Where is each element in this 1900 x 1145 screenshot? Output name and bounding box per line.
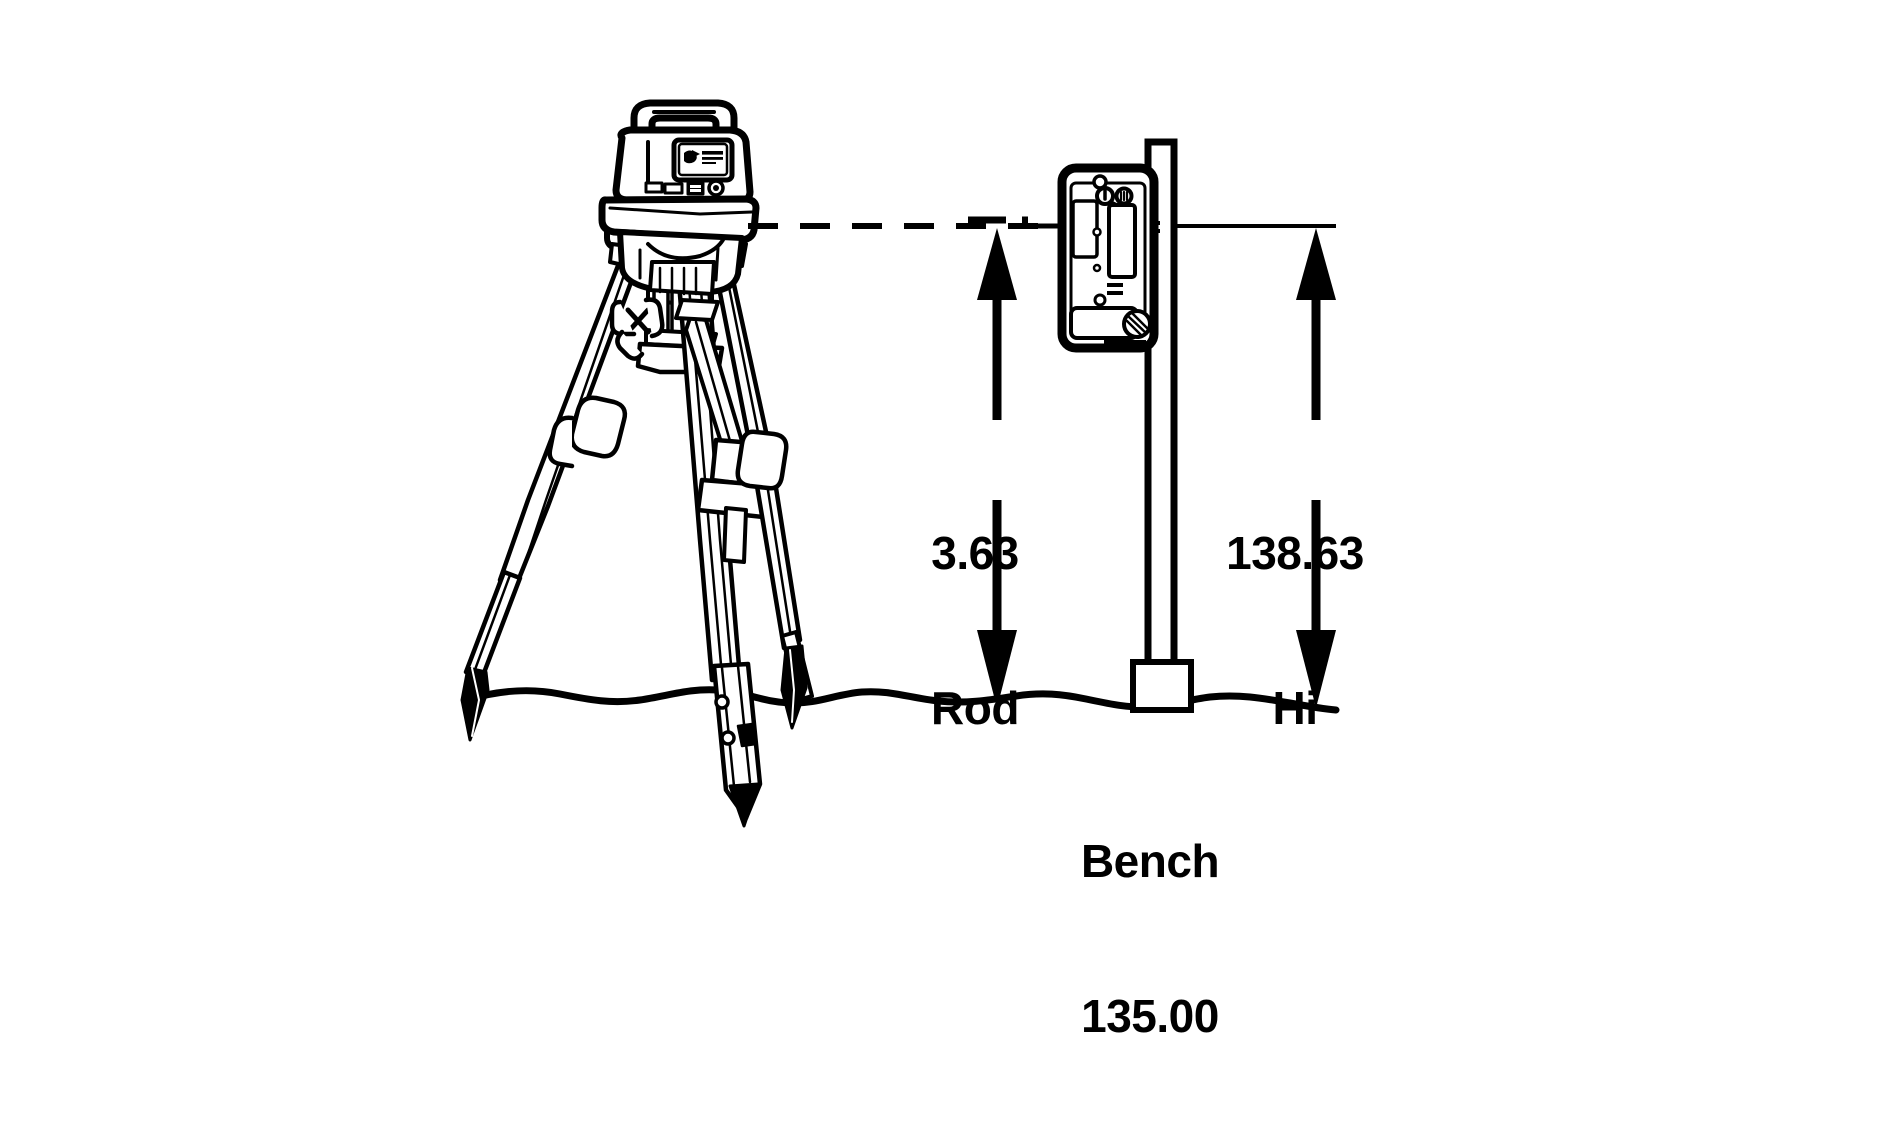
rotary-laser-level <box>598 99 760 296</box>
hi-dimension-arrow <box>1296 228 1336 708</box>
benchmark-monument <box>1130 659 1194 713</box>
bench-value: 135.00 <box>1081 989 1219 1042</box>
bench-caption: Bench <box>1080 835 1220 888</box>
benchmark-label: Bench 135.00 <box>1000 733 1300 1145</box>
hi-value: 138.63 <box>1226 527 1364 580</box>
hi-dimension-label: 138.63 Hi <box>1185 425 1405 837</box>
diagram-canvas: 3.63 Rod 138.63 Hi Bench 135.00 <box>460 99 1405 1042</box>
survey-tripod <box>460 202 814 828</box>
hi-caption: Hi <box>1272 681 1319 734</box>
rod-dimension-arrow <box>968 216 1028 708</box>
brand-logo-icon <box>684 150 723 164</box>
grade-rod <box>1144 138 1178 682</box>
rod-dimension-label: 3.63 Rod <box>865 425 1085 837</box>
ground-line <box>462 686 1340 714</box>
laser-detector-receiver <box>1032 163 1160 353</box>
rod-value: 3.63 <box>931 527 1019 580</box>
surveying-diagram <box>460 99 1340 828</box>
tripod-knob <box>609 297 665 361</box>
rod-caption: Rod <box>931 681 1019 734</box>
